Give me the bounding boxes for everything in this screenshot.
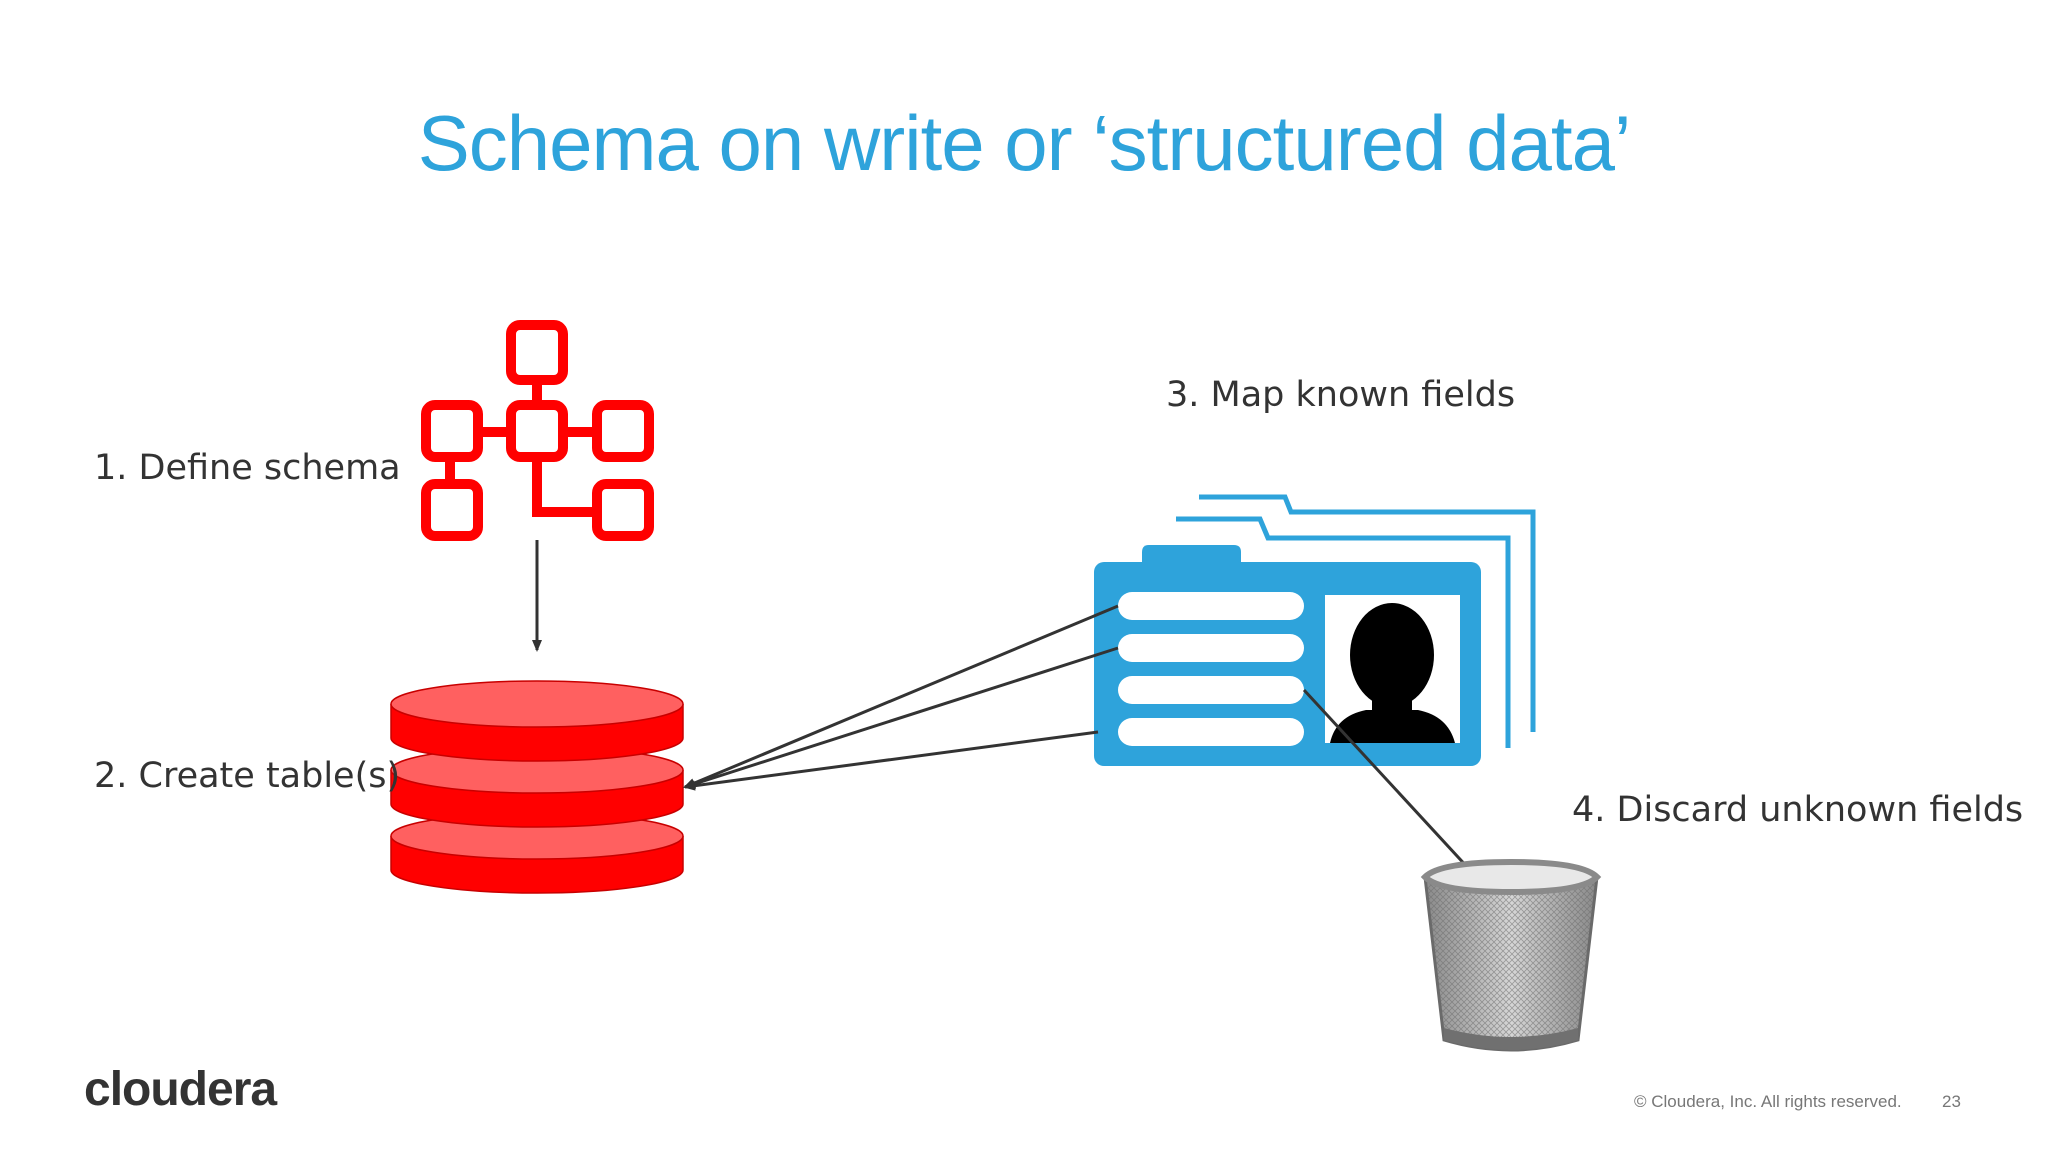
slide-title: Schema on write or ‘structured data’ xyxy=(417,99,1632,187)
arrow-field-4 xyxy=(683,730,1099,791)
trash-bin-icon xyxy=(1420,858,1602,1052)
step-create-tables: 2. Create table(s) xyxy=(94,756,401,796)
database-icon xyxy=(390,680,684,894)
copyright-notice: © Cloudera, Inc. All rights reserved. xyxy=(1634,1092,1902,1111)
schema-diagram-icon xyxy=(421,320,654,541)
step-define-schema: 1. Define schema xyxy=(94,448,401,488)
id-card-icon xyxy=(1094,494,1536,766)
cloudera-logo: cloudera xyxy=(84,1063,277,1116)
step-discard-unknown-fields: 4. Discard unknown fields xyxy=(1572,790,2024,830)
arrow-field-2 xyxy=(683,646,1119,789)
arrow-field-1 xyxy=(683,604,1119,789)
person-silhouette-icon xyxy=(1330,603,1455,743)
page-number: 23 xyxy=(1942,1092,1961,1111)
step-map-known-fields: 3. Map known fields xyxy=(1166,375,1516,415)
